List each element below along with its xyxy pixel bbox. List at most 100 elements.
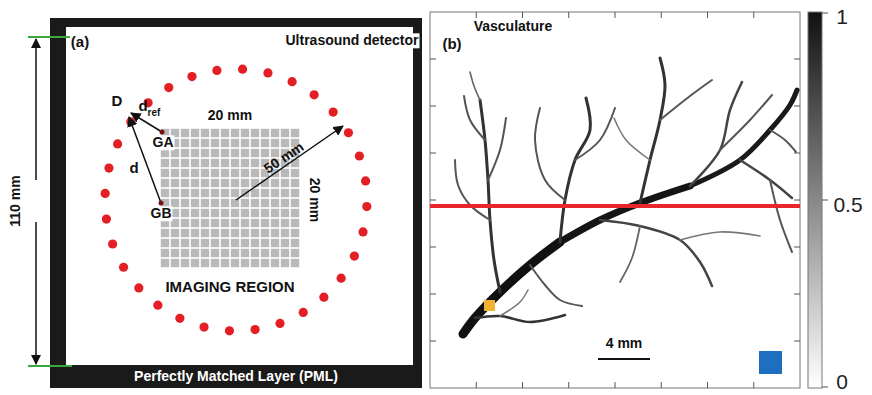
grid-cell bbox=[261, 209, 269, 217]
grid-cell bbox=[281, 219, 289, 227]
grid-cell bbox=[191, 149, 199, 157]
grid-cell bbox=[291, 219, 299, 227]
vessel bbox=[560, 186, 690, 242]
grid-cell bbox=[211, 199, 219, 207]
grid-cell bbox=[171, 169, 179, 177]
vessel-tree bbox=[455, 58, 797, 334]
grid-cell bbox=[281, 239, 289, 247]
grid-cell bbox=[181, 169, 189, 177]
dimension-line bbox=[35, 39, 37, 180]
scale-bar bbox=[598, 358, 650, 360]
annotation: d bbox=[128, 160, 139, 177]
domain-area bbox=[66, 27, 413, 365]
vessel bbox=[464, 96, 485, 140]
vessel bbox=[614, 118, 650, 160]
grid-cell bbox=[241, 139, 249, 147]
colorbar bbox=[808, 12, 822, 388]
grid-cell bbox=[221, 219, 229, 227]
radius-arrow bbox=[236, 126, 343, 200]
axis-tick bbox=[615, 12, 616, 18]
axis-tick bbox=[430, 106, 436, 107]
colorbar-label: 0.5 bbox=[832, 193, 863, 216]
axis-tick bbox=[707, 382, 708, 388]
grid-cell bbox=[201, 159, 209, 167]
grid-cell bbox=[241, 259, 249, 267]
grid-cell bbox=[161, 179, 169, 187]
axis-tick bbox=[794, 247, 800, 248]
annotation: 4 mm bbox=[605, 336, 644, 351]
grid-cell bbox=[221, 149, 229, 157]
grid-cell bbox=[291, 199, 299, 207]
grid-cell bbox=[271, 239, 279, 247]
grid-cell bbox=[251, 159, 259, 167]
grid-cell bbox=[261, 229, 269, 237]
axis-tick bbox=[794, 341, 800, 342]
grid-cell bbox=[221, 229, 229, 237]
grid-cell bbox=[251, 199, 259, 207]
axis-tick bbox=[430, 200, 436, 201]
vessel bbox=[740, 160, 792, 198]
detector-dot bbox=[187, 72, 196, 81]
axis-tick bbox=[430, 247, 436, 248]
detector-dot bbox=[350, 252, 359, 261]
grid-cell bbox=[161, 259, 169, 267]
grid-cell bbox=[271, 189, 279, 197]
grid-cell bbox=[231, 129, 239, 137]
grid-cell bbox=[251, 149, 259, 157]
grid-cell bbox=[291, 169, 299, 177]
colorbar-label: 0 bbox=[835, 370, 849, 393]
axis-tick bbox=[794, 294, 800, 295]
grid-cell bbox=[221, 189, 229, 197]
grid-cell bbox=[291, 249, 299, 257]
grid-cell bbox=[161, 249, 169, 257]
vessel bbox=[620, 226, 640, 282]
grid-cell bbox=[251, 169, 259, 177]
grid-cell bbox=[181, 219, 189, 227]
grid-cell bbox=[171, 259, 179, 267]
grid-cell bbox=[241, 209, 249, 217]
detector-ring bbox=[101, 65, 372, 336]
grid-cell bbox=[281, 199, 289, 207]
dimension-tick bbox=[28, 365, 72, 367]
panel-label: (a) bbox=[70, 34, 90, 51]
colorbar-label: 1 bbox=[835, 5, 849, 28]
grid-cell bbox=[231, 229, 239, 237]
colorbar-tick bbox=[822, 13, 828, 14]
grid-cell bbox=[211, 209, 219, 217]
axis-tick bbox=[661, 382, 662, 388]
grid-cell bbox=[181, 159, 189, 167]
grid-cell bbox=[181, 179, 189, 187]
grid-cell bbox=[281, 179, 289, 187]
detector-dot bbox=[108, 239, 117, 248]
detector-dot bbox=[199, 322, 208, 331]
grid-cell bbox=[231, 199, 239, 207]
grid-cell bbox=[271, 129, 279, 137]
detector-dot bbox=[225, 326, 234, 335]
grid-cell bbox=[251, 219, 259, 227]
grid-cell bbox=[281, 249, 289, 257]
grid-cell bbox=[251, 229, 259, 237]
grid-cell bbox=[181, 149, 189, 157]
annotation: 20 mm bbox=[306, 177, 321, 223]
grid-cell bbox=[261, 129, 269, 137]
imaging-grid bbox=[161, 129, 299, 267]
vessel bbox=[455, 160, 490, 220]
grid-cell bbox=[231, 189, 239, 197]
grid-cell bbox=[241, 149, 249, 157]
axis-tick bbox=[753, 382, 754, 388]
axis-ticks bbox=[430, 12, 800, 388]
grid-cell bbox=[271, 259, 279, 267]
grid-cell bbox=[241, 179, 249, 187]
dimension-line bbox=[35, 222, 37, 364]
grid-cell bbox=[221, 139, 229, 147]
grid-cell bbox=[271, 199, 279, 207]
grid-cell bbox=[291, 209, 299, 217]
grid-cell bbox=[201, 179, 209, 187]
grid-cell bbox=[281, 169, 289, 177]
detector-dot bbox=[355, 151, 364, 160]
detector-dot bbox=[358, 227, 367, 236]
grid-cell bbox=[191, 259, 199, 267]
axis-tick bbox=[794, 153, 800, 154]
grid-cell bbox=[291, 259, 299, 267]
